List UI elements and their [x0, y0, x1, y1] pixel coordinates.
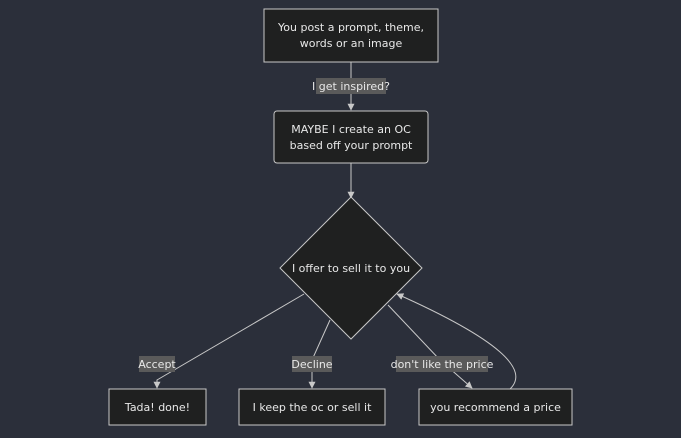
edge-offer-to-keep: [308, 319, 331, 389]
edge-label-inspired-text: I get inspired?: [312, 80, 390, 93]
node-create-line-1: MAYBE I create an OC: [291, 123, 411, 136]
edge-label-accept: Accept: [138, 356, 176, 372]
edge-label-accept-text: Accept: [138, 358, 176, 371]
node-offer: I offer to sell it to you: [279, 196, 423, 340]
edge-label-dislike: don't like the price: [391, 356, 494, 372]
edge-label-decline: Decline: [291, 356, 333, 372]
edge-label-inspired: I get inspired?: [312, 78, 390, 94]
node-keep-text: I keep the oc or sell it: [253, 401, 372, 414]
node-create: MAYBE I create an OC based off your prom…: [273, 110, 429, 164]
node-create-line-2: based off your prompt: [290, 139, 413, 152]
node-recommend-text: you recommend a price: [430, 401, 561, 414]
edge-offer-to-recommend: [387, 304, 473, 389]
edge-offer-to-done: [153, 293, 305, 389]
node-start-line-2: words or an image: [300, 37, 403, 50]
node-done-text: Tada! done!: [124, 401, 190, 414]
node-recommend: you recommend a price: [418, 388, 573, 426]
node-start: You post a prompt, theme, words or an im…: [263, 8, 439, 63]
node-done: Tada! done!: [108, 388, 207, 426]
node-offer-text: I offer to sell it to you: [292, 262, 410, 275]
node-start-line-1: You post a prompt, theme,: [277, 21, 424, 34]
edge-label-dislike-text: don't like the price: [391, 358, 494, 371]
edge-recommend-to-offer: [396, 293, 517, 390]
edge-label-decline-text: Decline: [291, 358, 332, 371]
node-keep: I keep the oc or sell it: [238, 388, 386, 426]
